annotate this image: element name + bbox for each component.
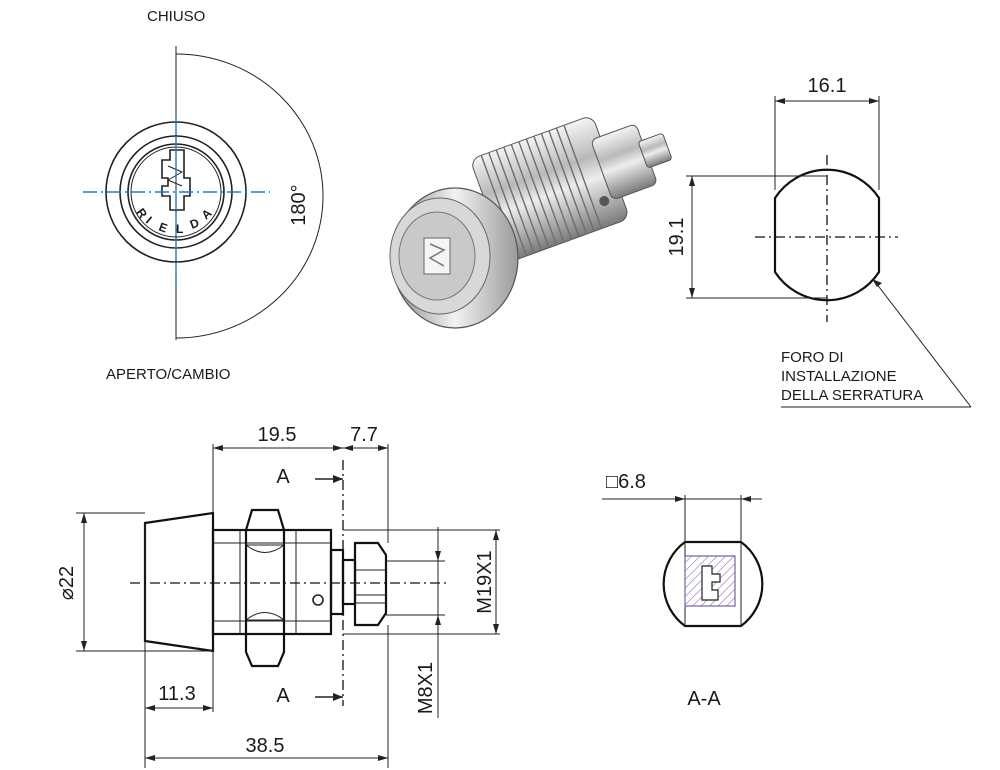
lock-illustration [389, 117, 672, 329]
side-view: A A 19.5 7.7 ⌀22 M19X1 M8X1 11.3 [56, 424, 500, 768]
hole-note-line1: FORO DI [781, 349, 844, 366]
dim-thread-main: M19X1 [474, 550, 496, 613]
side-pin [312, 594, 324, 606]
key-profile-icon [701, 565, 721, 601]
threaded-body [211, 528, 333, 636]
svg-text:A: A [199, 206, 215, 222]
section-mark-bottom: A [276, 685, 290, 707]
dim-thread-tail: M8X1 [415, 662, 437, 714]
section-mark-top: A [276, 466, 290, 488]
svg-text:I: I [143, 214, 155, 227]
keyway-icon [161, 149, 191, 211]
label-closed: CHIUSO [147, 8, 205, 25]
hex-nut [244, 508, 286, 668]
hole-note-line2: INSTALLAZIONE [781, 368, 897, 385]
dim-tail-length: 7.7 [350, 424, 378, 446]
rotation-arc [175, 53, 324, 339]
front-view: CHIUSO APERTO/CAMBIO 180° R I E L D A [83, 8, 324, 383]
tail-cam [353, 541, 388, 627]
svg-text:E: E [157, 220, 169, 236]
hole-width: 16.1 [808, 75, 847, 97]
dim-total-length: 38.5 [246, 735, 285, 757]
rotation-angle: 180° [288, 184, 310, 225]
section-title: A-A [687, 688, 721, 710]
dim-head-length: 11.3 [158, 683, 195, 705]
svg-text:L: L [176, 222, 183, 236]
mounting-hole-view: 16.1 19.1 FORO DI INSTALLAZIONE DELLA SE… [666, 75, 972, 408]
svg-text:D: D [188, 215, 202, 231]
section-view: □6.8 A-A [602, 471, 764, 710]
hole-note-line3: DELLA SERRATURA [781, 387, 923, 404]
hole-height: 19.1 [666, 218, 688, 257]
lock-head [143, 511, 215, 653]
hole-outline [773, 168, 881, 302]
dim-square: □6.8 [606, 471, 646, 493]
label-open: APERTO/CAMBIO [106, 366, 230, 383]
dim-body-length: 19.5 [258, 424, 297, 446]
dim-diameter: ⌀22 [56, 566, 78, 600]
